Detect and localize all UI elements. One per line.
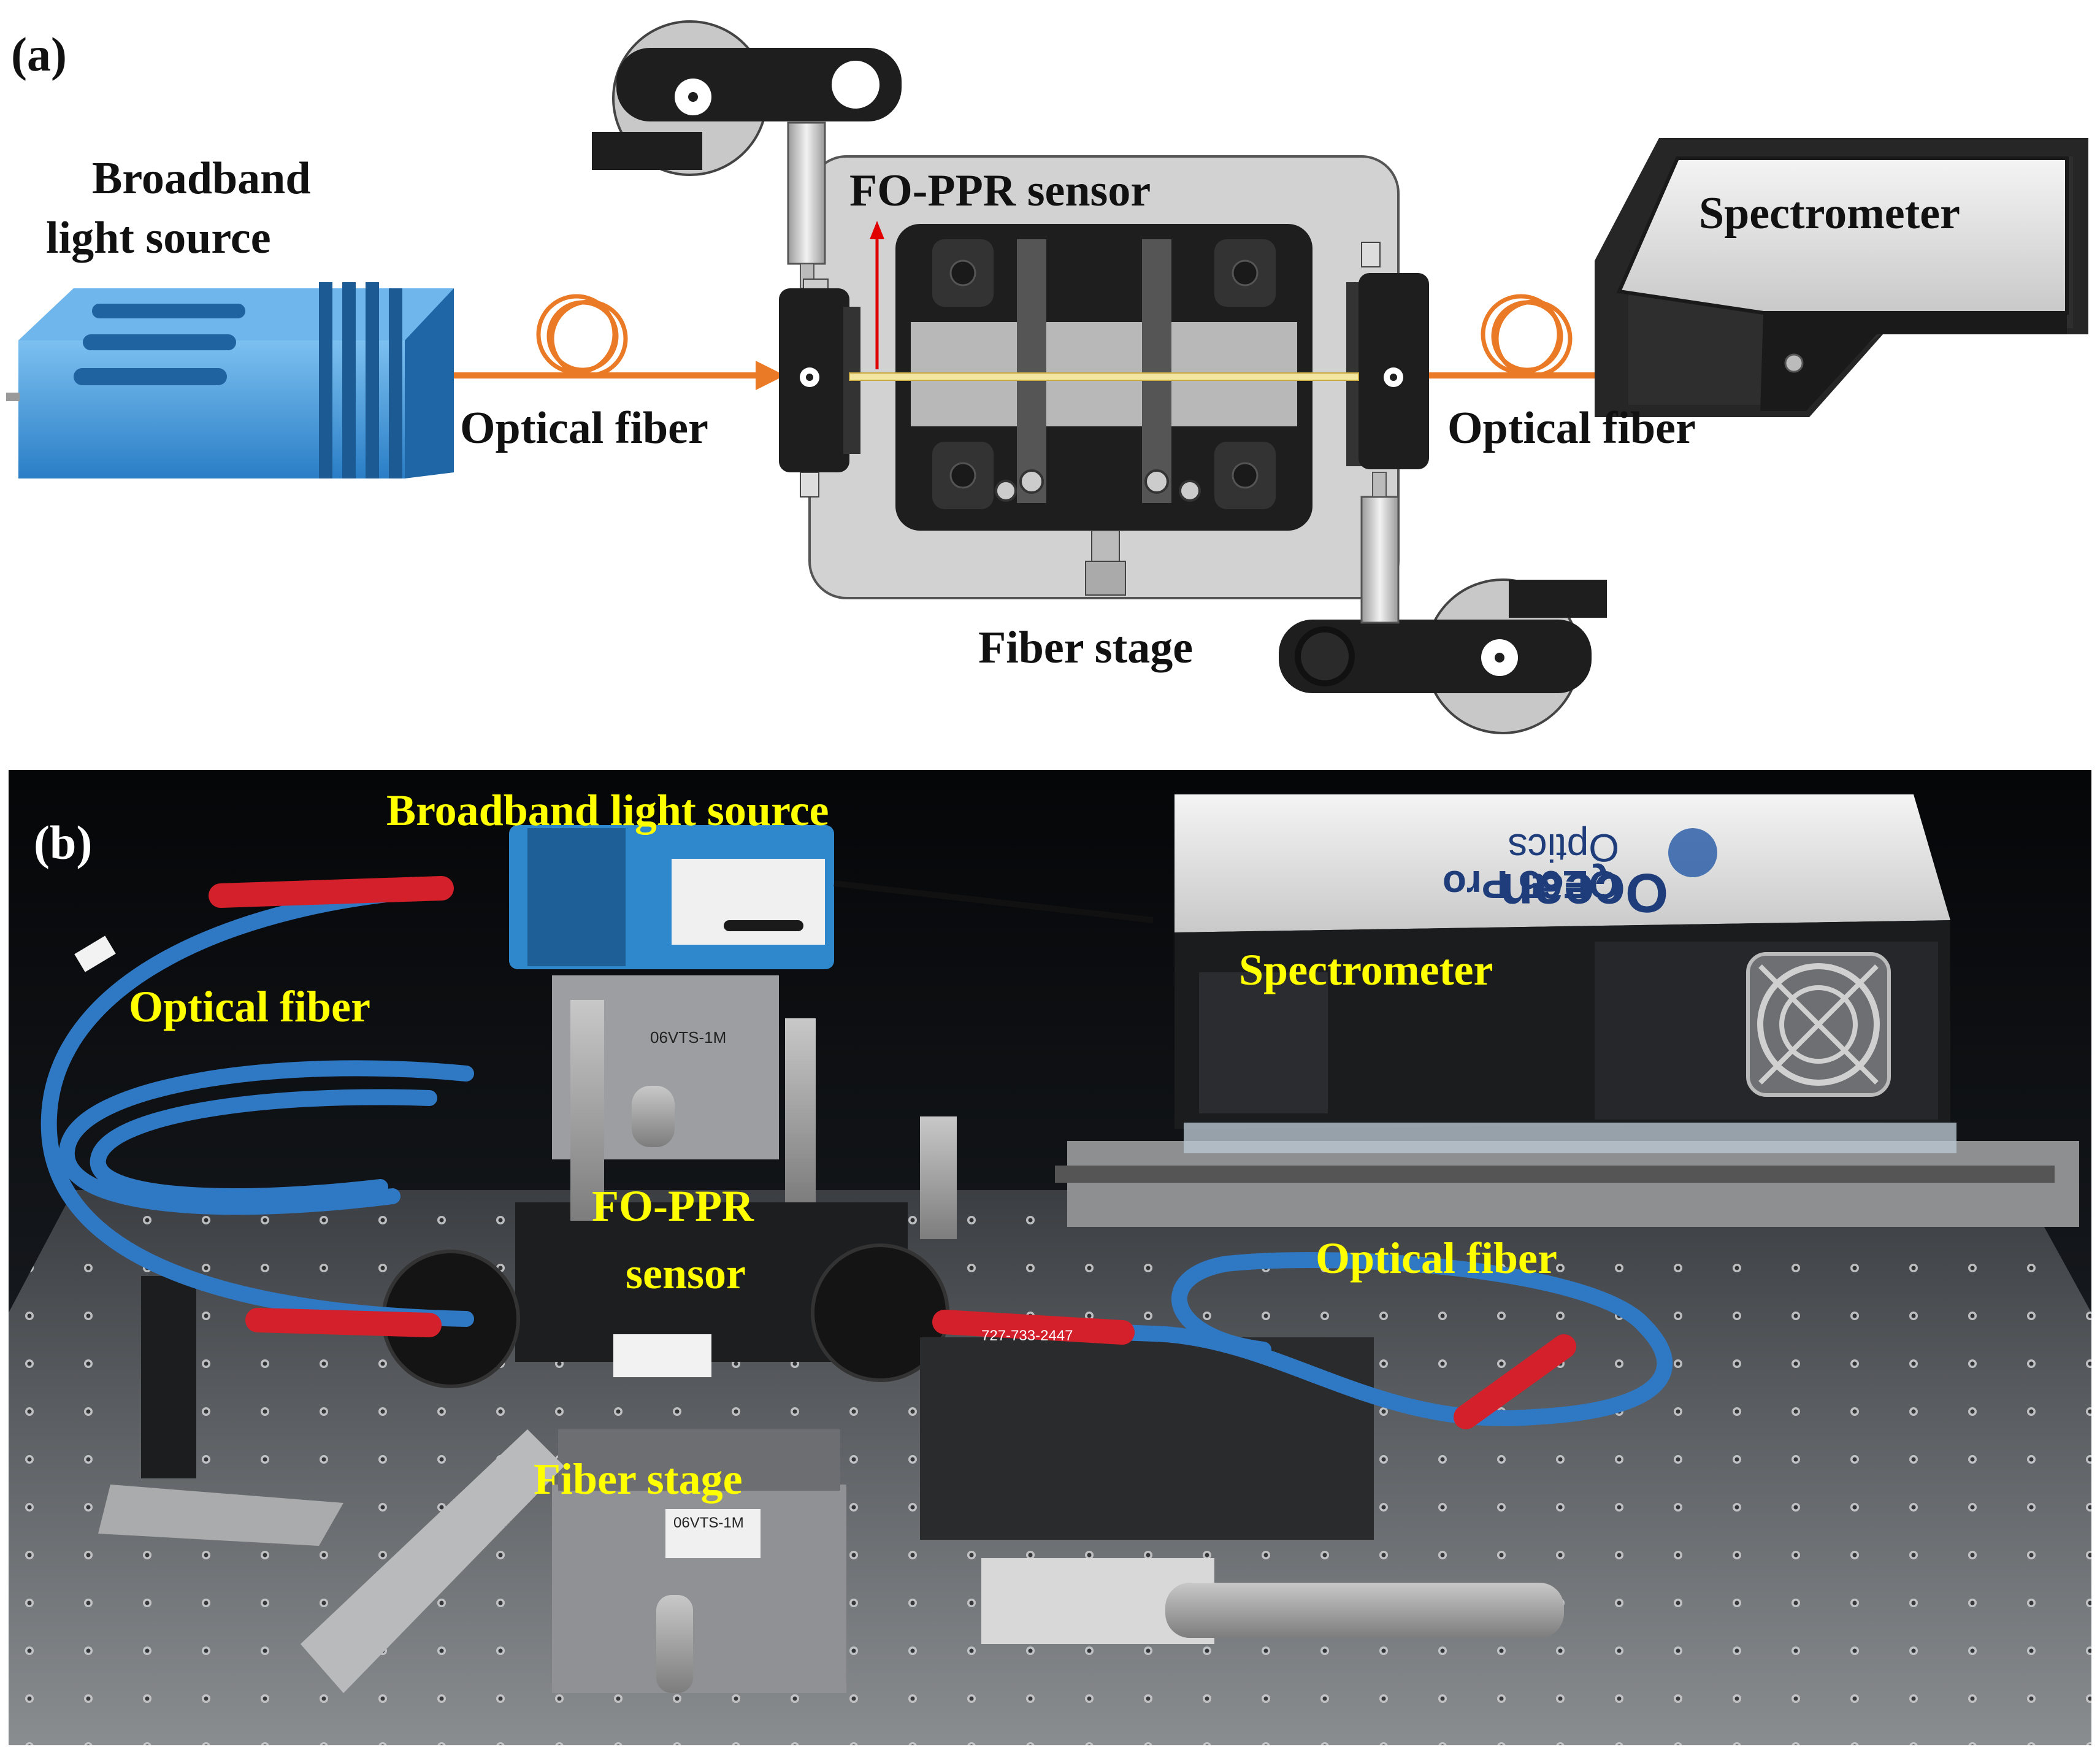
photo-fiber-stage: 06VTS-1M	[381, 1000, 957, 1693]
right-fiber-holder	[1346, 242, 1429, 469]
photo-left-post	[98, 1276, 564, 1693]
photo-spectrometer: Ocean Optics QE65 Pro	[1055, 794, 2079, 1227]
photo-fiber-label-left: Optical fiber	[129, 982, 370, 1031]
fiber-label-left: Optical fiber	[460, 403, 708, 453]
sensor-label: FO-PPR sensor	[849, 166, 1151, 216]
photo-fiber-left	[40, 882, 474, 1327]
fiber-label-right: Optical fiber	[1447, 403, 1696, 453]
bottom-rotation-mount	[1279, 472, 1607, 734]
fiber-under-test	[849, 372, 1359, 381]
device-model: QE65 Pro	[1443, 863, 1619, 907]
photo-fiber-right	[949, 1252, 1673, 1426]
panel-a-tag: (a)	[11, 28, 67, 81]
fan-grille	[1746, 952, 1891, 1097]
source-label-line1: Broadband	[92, 153, 311, 204]
source-label-line2: light source	[46, 213, 271, 263]
panel-b-photo: Ocean Optics QE65 Pro 06VTS-1M 06VTS-1M	[9, 770, 2091, 1745]
stage-label: Fiber stage	[978, 623, 1193, 673]
photo-source-label: Broadband light source	[386, 786, 829, 835]
fiber-tag-white	[74, 936, 116, 972]
connector-sleeve-spectrometer	[1454, 1334, 1576, 1429]
cooling-fins	[319, 282, 402, 478]
connector-sleeve-left-top	[209, 876, 454, 908]
stage-tag-upper: 06VTS-1M	[650, 1028, 726, 1047]
photo-sensor-label-line1: FO-PPR	[592, 1181, 754, 1231]
panel-b-tag: (b)	[34, 816, 92, 869]
brand-line1: Ocean	[1500, 862, 1668, 923]
connector-sleeve-right	[932, 1310, 1135, 1345]
broadband-light-source-box	[6, 282, 454, 478]
top-rotation-mount	[592, 20, 902, 289]
optical-fiber-left	[454, 294, 785, 390]
fiber-print: 727-733-2447	[981, 1327, 1073, 1344]
connector-sleeve-left	[245, 1308, 442, 1337]
fiber-coil-left	[536, 294, 628, 378]
stage-tag-lower: 06VTS-1M	[673, 1515, 744, 1531]
photo-spectrometer-label: Spectrometer	[1239, 945, 1493, 994]
photo-sensor-label-line2: sensor	[626, 1249, 746, 1298]
sensor-pointer-arrow	[870, 221, 884, 369]
spectrometer-label: Spectrometer	[1699, 188, 1960, 239]
brand-line2: Optics	[1508, 826, 1619, 870]
photo-stage-label: Fiber stage	[534, 1454, 743, 1504]
bubble-wrap	[1184, 1123, 1956, 1153]
photo-fiber-label-right: Optical fiber	[1316, 1234, 1557, 1283]
vent-slots	[74, 304, 245, 385]
spectrometer-box	[1595, 138, 2088, 417]
photo-micrometer	[920, 1337, 1564, 1644]
panel-a-schematic: (a) Broadband light source Optical fiber…	[6, 20, 2088, 734]
fiber-coil-right	[1481, 294, 1573, 378]
left-fiber-holder	[779, 279, 860, 498]
